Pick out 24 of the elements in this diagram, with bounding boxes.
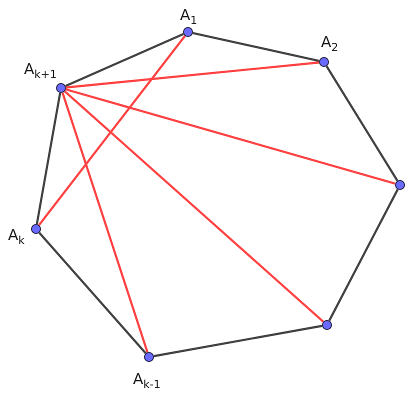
diagonal-line: [64, 90, 324, 322]
polygon-side: [328, 188, 399, 322]
diagonal-line: [38, 35, 186, 226]
diagonal-line: [66, 61, 320, 89]
diagonal-line: [66, 88, 396, 185]
point-marker: [31, 224, 41, 234]
point-label: A$_{2}$: [321, 33, 338, 56]
point-marker: [395, 180, 405, 190]
point-marker: [144, 352, 154, 362]
polygon-side: [36, 92, 62, 224]
point-marker: [183, 27, 193, 37]
polygon-side: [326, 66, 398, 182]
point-marker: [56, 83, 66, 93]
polygon-side: [154, 324, 322, 358]
polygon-side: [65, 33, 184, 87]
point-label: A$_{k+1}$: [24, 60, 57, 83]
point-marker: [322, 320, 332, 330]
point-marker: [319, 57, 329, 67]
point-label: A$_{k}$: [8, 226, 25, 249]
point-label: A$_{1}$: [180, 6, 198, 29]
diagonal-line: [62, 92, 148, 353]
polygon-side: [192, 32, 320, 62]
point-label: A$_{k-1}$: [133, 370, 161, 393]
polygon-side: [38, 232, 147, 354]
